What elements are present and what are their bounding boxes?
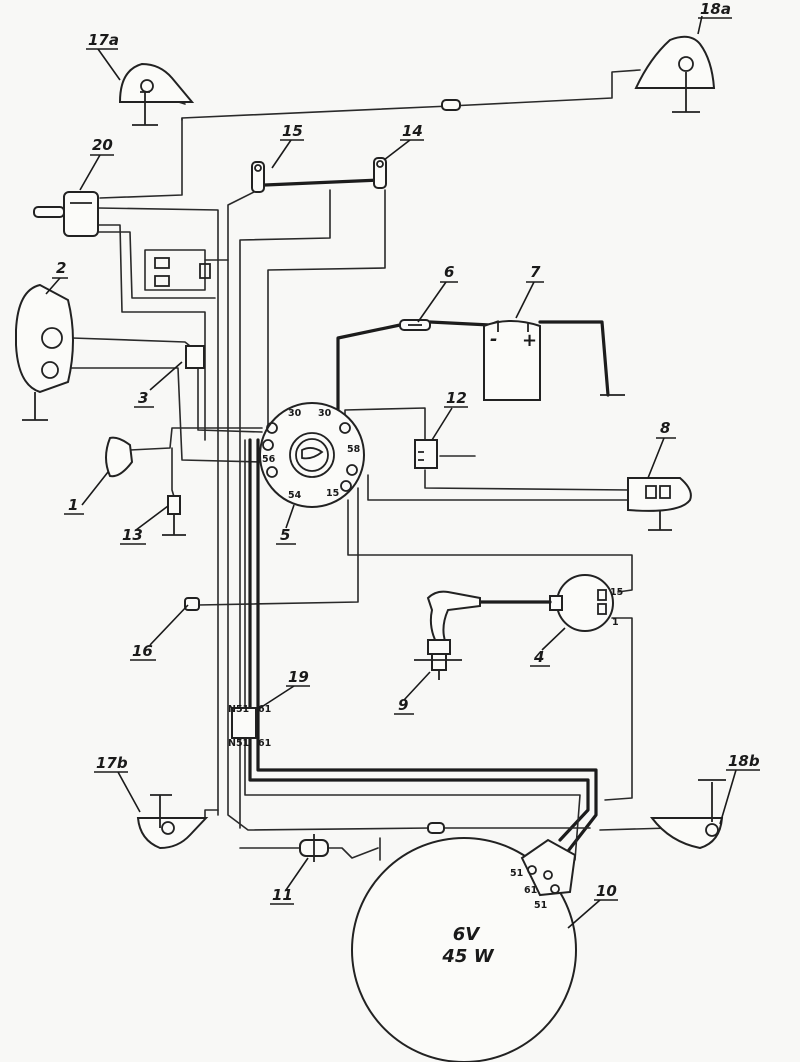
connector-16 bbox=[184, 597, 200, 611]
relay-3 bbox=[185, 345, 205, 369]
generator-10: 6V 45 W 51 61 51 bbox=[351, 837, 577, 1062]
wire-horn bbox=[129, 427, 263, 451]
battery-plus: + bbox=[522, 330, 537, 351]
callout-6: 6 bbox=[444, 263, 454, 281]
wire-14-down bbox=[267, 189, 386, 426]
generator-terminal-b: 61 bbox=[524, 885, 537, 896]
battery-7 bbox=[483, 320, 625, 401]
relay-19-terminal-tl1: N51 bbox=[228, 704, 249, 715]
callout-17b: 17b bbox=[96, 754, 128, 772]
wire-coil bbox=[347, 499, 633, 593]
relay-19-terminal-tr2: 61 bbox=[258, 738, 271, 749]
callout-1: 1 bbox=[68, 496, 78, 514]
wires bbox=[67, 69, 671, 861]
callout-18b: 18b bbox=[728, 752, 760, 770]
wire-14-15-link bbox=[263, 178, 382, 187]
switch-13 bbox=[162, 495, 186, 536]
junction-box bbox=[154, 257, 211, 287]
generator-wattage: 45 W bbox=[441, 946, 494, 967]
callout-9: 9 bbox=[398, 696, 408, 714]
callout-7: 7 bbox=[530, 263, 541, 281]
wire-17b bbox=[189, 809, 219, 819]
headlamp-2 bbox=[15, 283, 74, 421]
ignition-coil-4 bbox=[426, 574, 614, 648]
callout-10: 10 bbox=[596, 882, 617, 900]
callout-11: 11 bbox=[272, 886, 293, 904]
switch-terminal-58: 58 bbox=[347, 444, 361, 455]
switch-terminal-56: 56 bbox=[262, 454, 276, 465]
generator-terminal-a: 51 bbox=[510, 868, 523, 879]
relay-19: N51 61 N51 61 bbox=[228, 704, 271, 749]
spark-plug-9 bbox=[414, 639, 462, 680]
rear-lamp-17a bbox=[118, 62, 195, 126]
callout-18a: 18a bbox=[700, 0, 731, 18]
switch-11 bbox=[299, 834, 329, 862]
inline-fuse-top bbox=[441, 99, 461, 111]
wire-20-c bbox=[97, 231, 216, 299]
callout-8: 8 bbox=[660, 419, 670, 437]
light-switch-20 bbox=[33, 191, 99, 237]
callout-3: 3 bbox=[138, 389, 148, 407]
wire-headlamp-1 bbox=[71, 337, 196, 351]
inline-fuse-bottom bbox=[427, 822, 445, 834]
wire-headlamp-2 bbox=[67, 367, 263, 463]
coil-terminal-15: 15 bbox=[610, 587, 623, 598]
generator-terminal-c: 51 bbox=[534, 900, 547, 911]
terminal-labels: 30 30 56 58 54 15 - + 15 1 bbox=[262, 329, 623, 628]
wire-box bbox=[144, 249, 206, 291]
wire-13 bbox=[171, 447, 176, 501]
wire-coil-18b bbox=[604, 617, 633, 801]
callout-13: 13 bbox=[122, 526, 143, 544]
battery-minus: - bbox=[490, 329, 497, 350]
wire-17a-down bbox=[99, 117, 183, 199]
wire-18b bbox=[599, 827, 671, 831]
callout-4: 4 bbox=[533, 648, 544, 666]
callout-20: 20 bbox=[92, 136, 113, 154]
fuse-6 bbox=[399, 319, 431, 331]
wire-12 bbox=[344, 407, 631, 491]
wire-14-mid bbox=[239, 189, 331, 829]
callout-5: 5 bbox=[280, 526, 290, 544]
callout-numbers: 17a 18a 20 2 3 1 13 15 14 6 7 12 8 5 16 … bbox=[52, 0, 760, 905]
switch-15 bbox=[251, 161, 265, 193]
wire-16 bbox=[197, 487, 359, 606]
wire-battery-main bbox=[336, 320, 610, 420]
callout-17a: 17a bbox=[88, 31, 119, 49]
switch-terminal-30a: 30 bbox=[288, 408, 302, 419]
callout-14: 14 bbox=[402, 122, 423, 140]
horn-1 bbox=[105, 436, 134, 478]
rear-lamp-18b bbox=[649, 779, 726, 850]
wire-20-a bbox=[97, 207, 219, 816]
switch-terminal-15: 15 bbox=[326, 488, 339, 499]
wire-rear-lamps-top bbox=[181, 69, 641, 121]
relay-12 bbox=[414, 439, 438, 469]
coil-terminal-1: 1 bbox=[612, 617, 619, 628]
wire-relay3 bbox=[197, 351, 263, 433]
relay-19-terminal-tl2: N51 bbox=[228, 738, 249, 749]
callout-2: 2 bbox=[56, 259, 66, 277]
switch-terminal-30b: 30 bbox=[318, 408, 332, 419]
callout-19: 19 bbox=[288, 668, 309, 686]
rear-lamp-18a bbox=[634, 35, 716, 113]
generator-voltage: 6V bbox=[453, 924, 482, 945]
callout-12: 12 bbox=[446, 389, 467, 407]
switch-terminal-54: 54 bbox=[288, 490, 302, 501]
switch-14 bbox=[373, 157, 387, 189]
rear-lamp-17b bbox=[136, 794, 209, 850]
callout-leaders bbox=[45, 15, 737, 929]
callout-16: 16 bbox=[132, 642, 153, 660]
relay-19-terminal-tr1: 61 bbox=[258, 704, 271, 715]
ignition-switch-5 bbox=[259, 402, 365, 508]
wire-8 bbox=[367, 474, 631, 501]
wire-15-down bbox=[227, 189, 431, 831]
wire-11 bbox=[239, 847, 379, 859]
callout-15: 15 bbox=[282, 122, 303, 140]
component-8 bbox=[627, 477, 692, 531]
